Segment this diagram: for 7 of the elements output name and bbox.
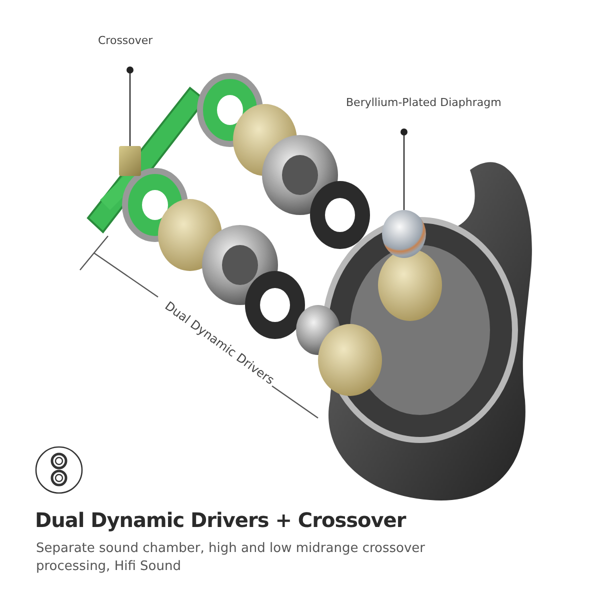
- part-label: Beryllium-Plated Diaphragm: [346, 96, 502, 109]
- leader-line: [400, 128, 408, 210]
- part-label: Crossover: [98, 34, 153, 47]
- title: Dual Dynamic Drivers + Crossover: [35, 508, 406, 532]
- leader-line: [126, 66, 134, 146]
- caption: Separate sound chamber, high and low midrange crossover processing, Hifi Sound: [36, 540, 426, 576]
- capacitor-drawing: [119, 146, 141, 176]
